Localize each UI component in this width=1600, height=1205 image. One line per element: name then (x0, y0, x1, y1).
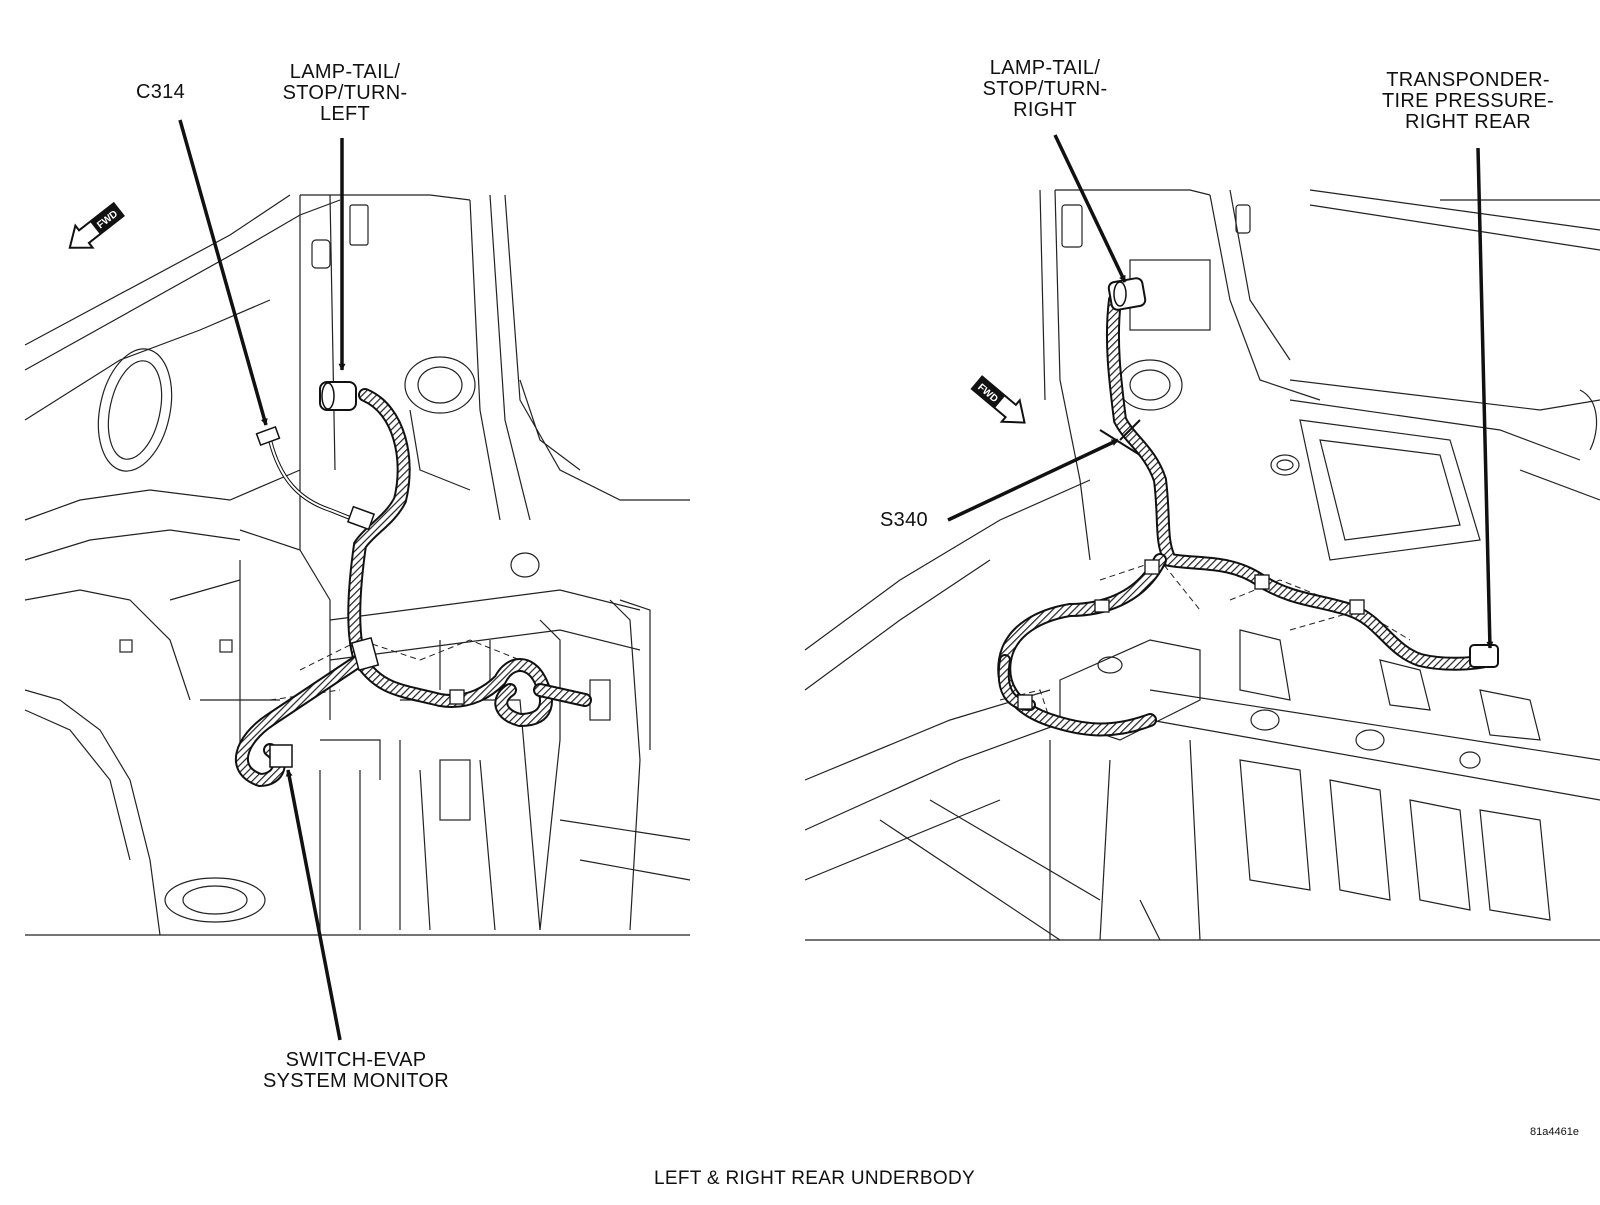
lamp-left-line-1: LAMP-TAIL/ (289, 61, 401, 83)
transponder-line-1: TRANSPONDER- (1386, 69, 1550, 91)
transponder-line-3: RIGHT REAR (1405, 111, 1531, 133)
switch-evap-label: SWITCH-EVAP SYSTEM MONITOR (246, 1050, 466, 1092)
left-underbody-structure (24, 194, 691, 936)
leader-arrows (178, 119, 1494, 1041)
switch-evap-leader (285, 769, 342, 1041)
figure-caption: LEFT & RIGHT REAR UNDERBODY (654, 1168, 975, 1189)
switch-evap-line-2: SYSTEM MONITOR (262, 1070, 450, 1092)
lamp-right-line-1: LAMP-TAIL/ (989, 57, 1101, 79)
lamp-right-line-3: RIGHT (1013, 99, 1077, 121)
s340-leader (947, 438, 1119, 522)
lamp-left-label: LAMP-TAIL/ STOP/TURN- LEFT (270, 62, 420, 125)
right-underbody-structure (804, 189, 1600, 941)
lamp-right-leader (1053, 134, 1127, 283)
right-fwd-arrow-icon: FWD (970, 375, 1026, 424)
lamp-right-line-2: STOP/TURN- (982, 78, 1108, 100)
lamp-left-line-2: STOP/TURN- (282, 82, 408, 104)
lamp-right-label: LAMP-TAIL/ STOP/TURN- RIGHT (970, 58, 1120, 121)
transponder-line-2: TIRE PRESSURE- (1381, 90, 1554, 112)
lamp-left-line-3: LEFT (319, 103, 371, 125)
transponder-label: TRANSPONDER- TIRE PRESSURE- RIGHT REAR (1368, 70, 1568, 133)
s340-label: S340 (880, 509, 928, 531)
right-wiring-harness (997, 277, 1499, 737)
left-wiring-harness (234, 381, 592, 788)
c314-label: C314 (136, 81, 186, 103)
left-fwd-arrow-icon: FWD (68, 201, 125, 249)
figure-code: 81a4461e (1530, 1126, 1579, 1138)
c314-leader (178, 119, 268, 426)
right-clip-dashes (999, 559, 1411, 721)
switch-evap-line-1: SWITCH-EVAP (285, 1049, 427, 1071)
transponder-leader (1476, 147, 1494, 649)
